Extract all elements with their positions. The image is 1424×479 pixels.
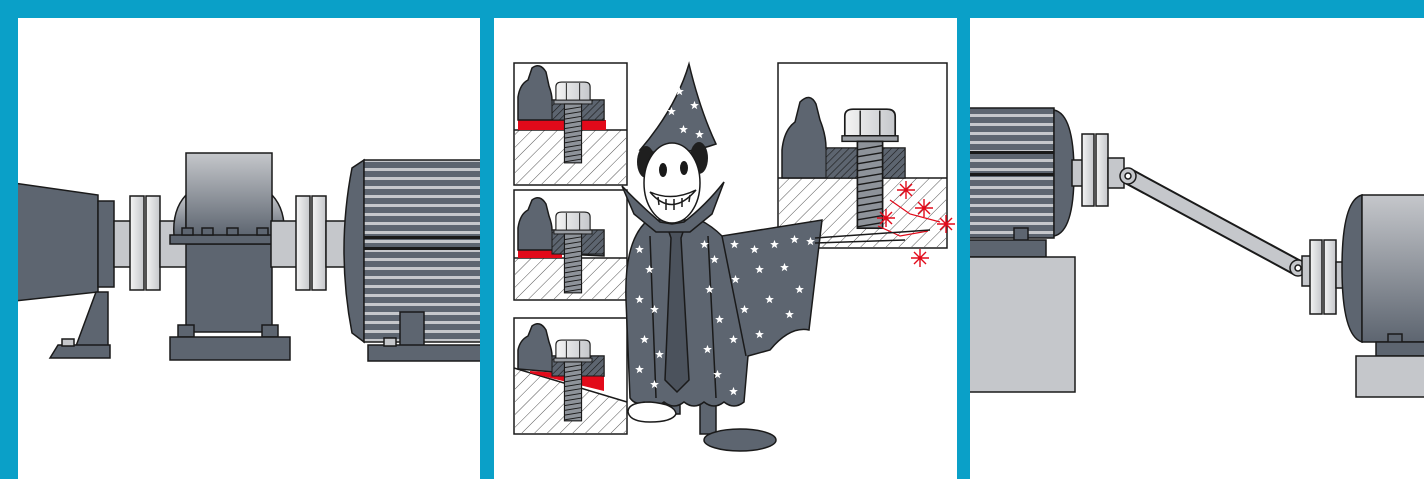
machine-block	[1356, 356, 1424, 397]
pedestal-base	[170, 337, 290, 360]
machine-block	[966, 257, 1075, 392]
electric-motor	[344, 160, 494, 361]
inset-wedge-shim	[514, 318, 627, 434]
wizard-eye-left	[659, 163, 667, 177]
shaft-middle	[271, 221, 297, 267]
wizard-face	[644, 143, 700, 223]
bolt-head	[178, 325, 194, 337]
bolt-head	[257, 228, 268, 235]
inset-partial-shim	[514, 190, 627, 300]
bolt-head	[262, 325, 278, 337]
wizard-shoe-right	[704, 429, 776, 451]
shim-plate	[518, 120, 606, 130]
inset-cracked-foundation	[778, 63, 947, 248]
inset-full-shim	[514, 63, 627, 185]
wizard-eye-right	[680, 161, 688, 175]
bolt-head	[182, 228, 193, 235]
bolt-head	[202, 228, 213, 235]
bolt-head	[227, 228, 238, 235]
driven-machine	[14, 183, 114, 301]
